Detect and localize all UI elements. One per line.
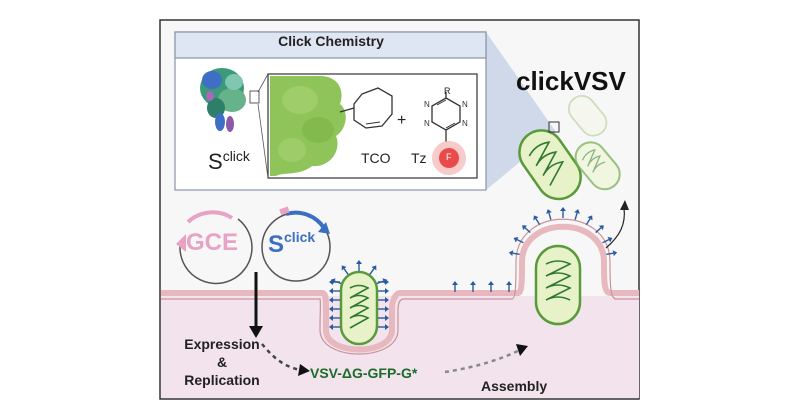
dashed-arrowhead-2 bbox=[516, 344, 528, 356]
expression-arrowhead bbox=[249, 326, 263, 338]
assembly-label: Assembly bbox=[481, 378, 548, 394]
zoom-line-top bbox=[257, 73, 269, 93]
cell-membrane bbox=[161, 223, 639, 353]
cell-membrane-inner bbox=[161, 218, 639, 355]
virus-spike bbox=[378, 288, 389, 294]
protein-label: Sclick bbox=[208, 148, 250, 175]
vsv-particle-entering bbox=[339, 270, 379, 346]
virus-spike bbox=[378, 324, 389, 330]
virus-spike bbox=[378, 306, 389, 312]
bud-spike bbox=[546, 209, 552, 220]
release-arrow bbox=[605, 207, 625, 249]
virus-spike bbox=[330, 278, 342, 285]
brand-title: clickVSV bbox=[516, 66, 626, 96]
cytoplasm-region bbox=[161, 296, 639, 398]
reaction-plus: + bbox=[397, 112, 407, 129]
tetrazine-n4: N bbox=[462, 119, 468, 128]
membrane-spike bbox=[506, 281, 512, 292]
virus-spike bbox=[329, 288, 340, 294]
panel-title: Click Chemistry bbox=[278, 33, 384, 49]
fluorophore-mark: F bbox=[446, 152, 452, 162]
membrane-spike bbox=[488, 281, 494, 292]
gce-plasmid-arrow bbox=[186, 210, 234, 224]
dashed-arrow-to-vsv bbox=[261, 343, 301, 372]
tz-label: Tz bbox=[411, 150, 427, 166]
vsv-particle-budding bbox=[534, 244, 582, 326]
sclick-arrowhead bbox=[318, 222, 330, 234]
membrane-spike bbox=[452, 281, 458, 292]
virus-spike bbox=[341, 265, 349, 275]
protein-label-main: S bbox=[208, 149, 223, 174]
virus-spike bbox=[329, 315, 340, 321]
fluorophore-core bbox=[439, 148, 459, 168]
vsv-particle-released-2 bbox=[574, 141, 621, 191]
virus-spike bbox=[329, 324, 340, 330]
tetrazine-molecule bbox=[431, 92, 461, 142]
bud-spike bbox=[560, 207, 566, 218]
vsv-particle-released-main bbox=[518, 129, 582, 201]
sclick-plasmid-label-sup: click bbox=[284, 229, 316, 245]
sclick-plasmid-arrow bbox=[285, 210, 326, 230]
bud-spike bbox=[513, 236, 524, 244]
bud-spike bbox=[606, 250, 618, 257]
vsv-particle-released-3 bbox=[567, 94, 608, 137]
tco-label: TCO bbox=[361, 150, 391, 166]
zoom-source-box bbox=[249, 90, 260, 104]
virus-spike bbox=[378, 297, 389, 303]
sclick-plasmid-marker bbox=[279, 206, 290, 216]
tco-molecule bbox=[339, 87, 393, 129]
spike-protein-icon bbox=[200, 68, 246, 132]
sclick-plasmid-label: Sclick bbox=[268, 229, 315, 259]
bud-spike bbox=[602, 236, 613, 244]
virus-spike bbox=[378, 315, 389, 321]
zoom-wedge bbox=[486, 32, 556, 190]
virus-spike bbox=[356, 260, 362, 271]
sclick-plasmid-label-main: S bbox=[268, 231, 285, 258]
spike-layer bbox=[329, 207, 618, 330]
tetrazine-n3: N bbox=[424, 119, 430, 128]
protein-surface-blob bbox=[270, 76, 346, 176]
dashed-arrowhead-1 bbox=[298, 364, 310, 376]
tetrazine-n2: N bbox=[462, 100, 468, 109]
bud-spike bbox=[508, 250, 520, 257]
virus-spike bbox=[329, 297, 340, 303]
spike-highlight-box bbox=[548, 121, 560, 133]
release-arrowhead bbox=[620, 200, 629, 210]
expression-line-1: Expression bbox=[184, 336, 260, 352]
gce-plasmid-label: GCE bbox=[186, 229, 239, 256]
panel-header bbox=[174, 31, 487, 59]
virus-spike bbox=[369, 265, 377, 275]
virus-spike bbox=[376, 278, 388, 285]
bud-spike bbox=[574, 209, 580, 220]
gce-plasmid bbox=[179, 218, 253, 285]
zoom-line-bottom bbox=[257, 103, 269, 179]
r-group-label: R bbox=[444, 86, 451, 96]
tetrazine-n1: N bbox=[424, 100, 430, 109]
virus-name-label: VSV-ΔG-GFP-G* bbox=[310, 365, 418, 381]
protein-label-sup: click bbox=[222, 148, 250, 164]
bud-spike bbox=[595, 225, 604, 234]
bud-spike bbox=[585, 215, 593, 226]
bud-spike bbox=[533, 215, 541, 226]
expression-line-2: & bbox=[216, 354, 228, 370]
expression-line-3: Replication bbox=[184, 372, 260, 388]
expression-replication-label: Expression & Replication bbox=[172, 335, 272, 389]
virus-spike bbox=[329, 306, 340, 312]
bud-spike bbox=[522, 225, 531, 234]
gce-arrowhead bbox=[176, 234, 186, 252]
membrane-spike bbox=[470, 281, 476, 292]
